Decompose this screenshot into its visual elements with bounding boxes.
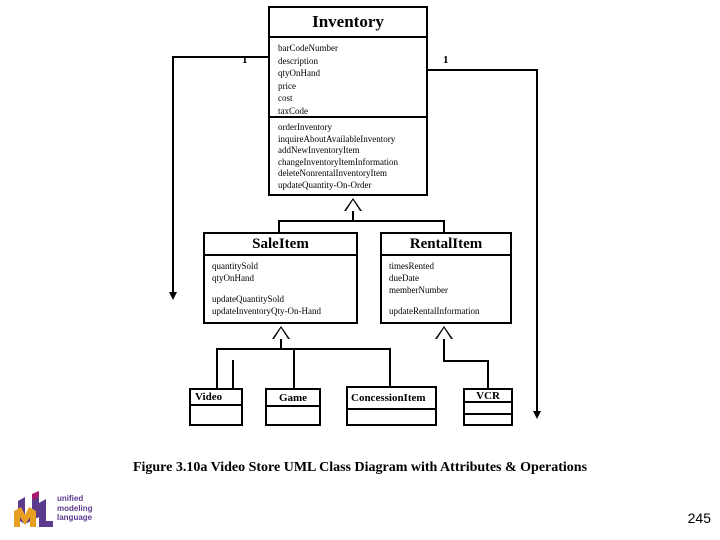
association-video-drop (232, 360, 234, 389)
multiplicity-right: 1 (443, 54, 449, 66)
attribute-item: taxCode (278, 105, 308, 116)
generalization-stem-inventory (352, 211, 354, 221)
generalization-stem-rentalitem (443, 339, 445, 362)
uml-class-saleitem: SaleItem quantitySold qtyOnHand updateQu… (203, 232, 358, 324)
empty-compartment-game (267, 407, 319, 441)
operation-item: updateQuantity-On-Order (278, 179, 372, 190)
attributes-compartment-inventory: barCodeNumber description qtyOnHand pric… (270, 38, 426, 118)
operation-item: changeInventoryItemInformation (278, 156, 398, 167)
operations-compartment-inventory: orderInventory inquireAboutAvailableInve… (270, 118, 426, 194)
operation-item: updateInventoryQty-On-Hand (212, 306, 321, 316)
class-name-vcr: VCR (465, 390, 511, 403)
uml-logo: unified modeling language (12, 491, 112, 531)
class-name-video: Video (191, 390, 241, 406)
generalization-triangle-rentalitem (435, 326, 453, 339)
uml-class-vcr: VCR (463, 388, 513, 426)
figure-caption: Figure 3.10a Video Store UML Class Diagr… (132, 460, 588, 475)
association-left-top-segment (172, 56, 268, 58)
class-name-inventory: Inventory (270, 8, 426, 38)
class-name-rentalitem: RentalItem (382, 234, 510, 256)
generalization-triangle-inventory (344, 198, 362, 211)
empty-compartment-video (191, 406, 241, 440)
generalization-crossbar-vcr (443, 360, 488, 362)
attribute-item: qtyOnHand (278, 68, 320, 79)
empty-compartment-vcr-upper (465, 403, 511, 415)
compartment-gap (212, 284, 356, 293)
association-left-vertical (172, 56, 174, 294)
association-right-top-segment (428, 69, 538, 71)
attribute-item: dueDate (389, 273, 419, 283)
logo-line-2: modeling (57, 503, 93, 513)
members-compartment-rentalitem: timesRented dueDate memberNumber updateR… (382, 256, 510, 319)
attribute-item: memberNumber (389, 285, 448, 295)
generalization-branch-concessionitem (389, 348, 391, 387)
operation-item: deleteNonrentalInventoryItem (278, 168, 387, 179)
operation-item: inquireAboutAvailableInventory (278, 133, 396, 144)
uml-logo-icon (14, 491, 53, 527)
generalization-branch-rentalitem (443, 220, 445, 233)
generalization-crossbar-saleitem (216, 348, 391, 350)
uml-class-game: Game (265, 388, 321, 426)
uml-logo-text: unified modeling language (57, 494, 93, 523)
attribute-item: timesRented (389, 261, 434, 271)
attribute-item: price (278, 80, 296, 91)
uml-class-concessionitem: ConcessionItem (346, 386, 437, 426)
association-right-vertical (536, 69, 538, 413)
logo-line-1: unified (57, 494, 84, 503)
operation-item: updateRentalInformation (389, 306, 480, 316)
uml-class-rentalitem: RentalItem timesRented dueDate memberNum… (380, 232, 512, 324)
page-number: 245 (687, 510, 711, 526)
attribute-item: qtyOnHand (212, 273, 254, 283)
attribute-item: description (278, 55, 318, 66)
operation-item: orderInventory (278, 122, 332, 132)
class-name-saleitem: SaleItem (205, 234, 356, 256)
empty-compartment-concessionitem (348, 410, 435, 446)
uml-class-inventory: Inventory barCodeNumber description qtyO… (268, 6, 428, 196)
multiplicity-left: 1 (242, 54, 248, 66)
generalization-triangle-saleitem (272, 326, 290, 339)
generalization-branch-game (293, 348, 295, 389)
class-name-concessionitem: ConcessionItem (348, 388, 435, 410)
uml-class-video: Video (189, 388, 243, 426)
compartment-gap (389, 296, 510, 305)
attribute-item: cost (278, 93, 293, 104)
generalization-crossbar-inventory (278, 220, 445, 222)
generalization-branch-saleitem (278, 220, 280, 233)
attribute-item: quantitySold (212, 261, 259, 271)
association-right-arrowhead (533, 411, 541, 419)
generalization-branch-video (216, 348, 218, 389)
operation-item: updateQuantitySold (212, 294, 284, 304)
class-name-game: Game (267, 390, 319, 407)
generalization-stem-saleitem (280, 339, 282, 349)
operation-item: addNewInventoryItem (278, 145, 360, 156)
association-left-arrowhead (169, 292, 177, 300)
members-compartment-saleitem: quantitySold qtyOnHand updateQuantitySol… (205, 256, 356, 319)
generalization-branch-vcr (487, 360, 489, 389)
attribute-item: barCodeNumber (278, 43, 338, 53)
logo-line-3: language (57, 513, 93, 522)
